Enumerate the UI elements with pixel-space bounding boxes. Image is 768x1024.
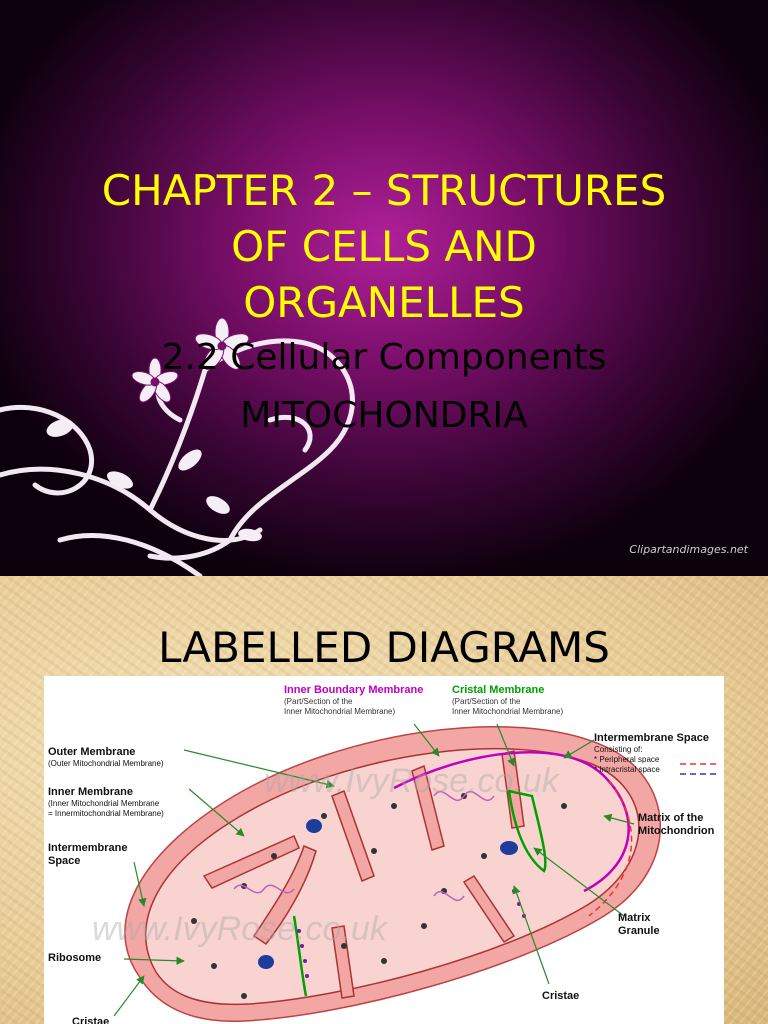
label-cristae-right: Cristae bbox=[542, 990, 580, 1002]
cristal-membrane-highlight bbox=[507, 789, 547, 873]
slide-title: LABELLED DIAGRAMS bbox=[158, 623, 610, 672]
slide-title-line-3: ORGANELLES bbox=[243, 278, 525, 327]
label-outer-membrane: Outer Membrane (Outer Mitochondrial Memb… bbox=[48, 746, 164, 768]
slide-subtitle-line-2: MITOCHONDRIA bbox=[240, 395, 528, 436]
label-matrix-granule: Matrix Granule bbox=[618, 912, 660, 937]
slide-subtitle-line-1: 2.2 Cellular Components bbox=[161, 337, 607, 378]
slide-title-line-1: CHAPTER 2 – STRUCTURES bbox=[101, 166, 667, 215]
inner-boundary-highlight bbox=[393, 751, 630, 893]
label-cristae-left: Cristae bbox=[72, 1016, 110, 1024]
title-slide: CHAPTER 2 – STRUCTURES OF CELLS AND ORGA… bbox=[0, 0, 768, 576]
mitochondrion-diagram: Inner Boundary Membrane (Part/Section of… bbox=[44, 676, 724, 1024]
label-inner-boundary-membrane: Inner Boundary Membrane (Part/Section of… bbox=[284, 684, 424, 716]
label-intermembrane-space-left: Intermembrane Space bbox=[48, 842, 128, 867]
label-cristal-membrane: Cristal Membrane (Part/Section of the In… bbox=[452, 684, 564, 716]
label-intermembrane-space-right: Intermembrane Space Consisting of: * Per… bbox=[594, 732, 709, 774]
label-matrix: Matrix of the Mitochondrion bbox=[638, 812, 715, 837]
space-legend-lines bbox=[680, 763, 716, 775]
label-ribosome: Ribosome bbox=[48, 952, 102, 964]
label-inner-membrane: Inner Membrane (Inner Mitochondrial Memb… bbox=[48, 786, 164, 818]
diagram-watermark-top: www.IvyRose.co.uk bbox=[264, 762, 559, 800]
diagram-watermark-bottom: www.IvyRose.co.uk bbox=[92, 910, 387, 948]
watermark: Clipartandimages.net bbox=[629, 543, 748, 556]
slide-title-line-2: OF CELLS AND bbox=[231, 222, 537, 271]
mitochondrion-illustration bbox=[113, 723, 662, 1022]
floral-swirl-decoration bbox=[0, 317, 355, 576]
